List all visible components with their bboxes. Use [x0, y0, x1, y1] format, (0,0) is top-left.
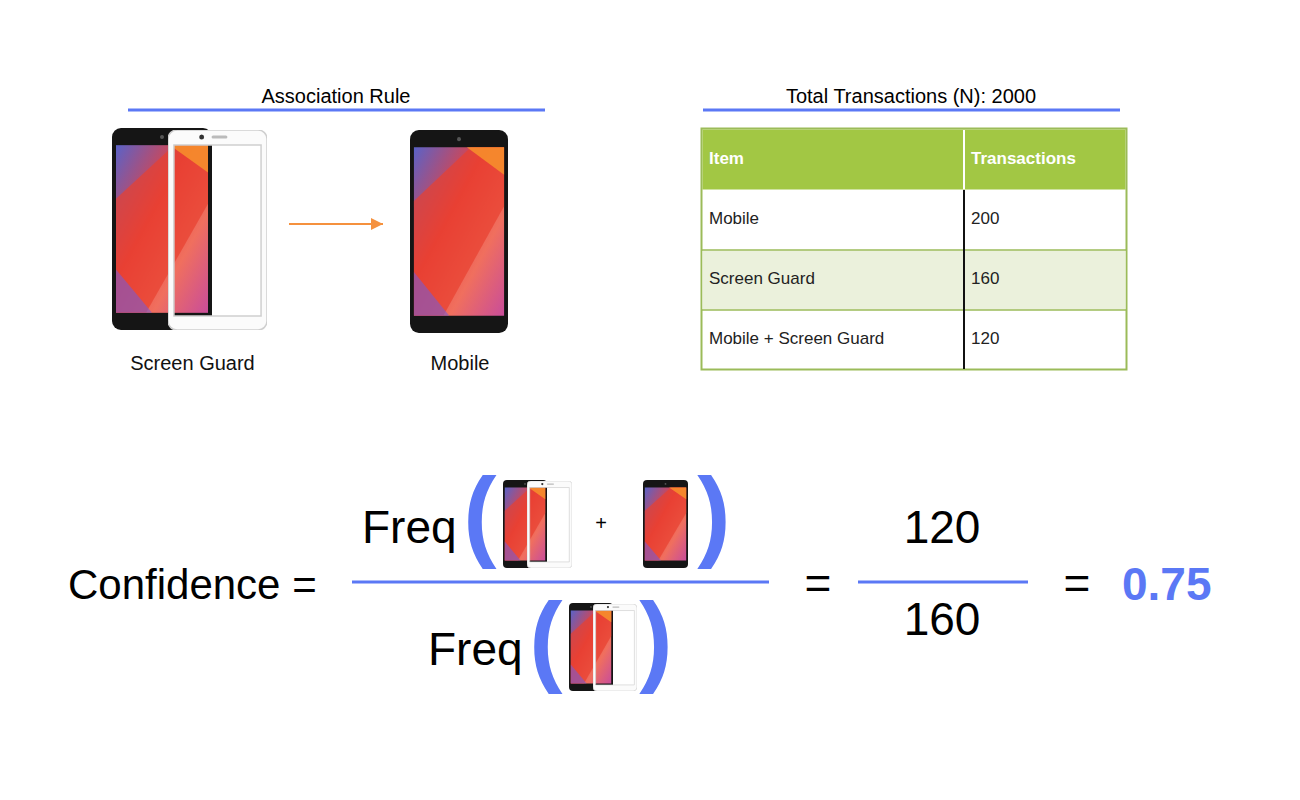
screen-guard-icon — [593, 604, 637, 691]
formula-number-box: 120 — [904, 504, 981, 550]
section-heading: Total Transactions (N): 2000 — [786, 85, 1036, 107]
section-heading: Association Rule — [262, 85, 411, 107]
formula-bracket: ( — [463, 457, 496, 569]
formula-operator: = — [1064, 557, 1091, 609]
formula-term: Freq — [362, 501, 457, 553]
formula-operator: + — [595, 512, 607, 534]
table-cell-box: Mobile — [709, 210, 759, 227]
item-illustration: Screen Guard — [101, 125, 284, 375]
formula-bracket: ) — [697, 457, 730, 569]
table-cell: Mobile + Screen Guard — [709, 329, 884, 348]
section-heading-box: Total Transactions (N): 2000 — [786, 86, 1036, 106]
item-caption: Screen Guard — [101, 351, 284, 375]
table-row-shade — [703, 251, 1126, 310]
formula-operator: = — [805, 557, 832, 609]
table-header-cell: Transactions — [971, 149, 1076, 168]
table-cell-box: Screen Guard — [709, 270, 815, 287]
section-heading-box: Association Rule — [262, 86, 411, 106]
formula-bracket: ( — [529, 582, 562, 694]
formula-bracket-box: ( — [463, 463, 496, 563]
phone-icon — [643, 480, 688, 568]
table-header-cell-box: Transactions — [971, 150, 1076, 167]
table-cell-box: Mobile + Screen Guard — [709, 330, 884, 347]
formula-result: 0.75 — [1122, 558, 1212, 610]
table-cell: Mobile — [709, 209, 759, 228]
item-illustration: Mobile — [388, 125, 532, 375]
table-header — [703, 130, 1126, 190]
formula-bracket: ) — [639, 582, 672, 694]
phone-icon — [569, 603, 613, 691]
table-cell: 120 — [971, 329, 999, 348]
formula-bracket-box: ( — [529, 588, 562, 688]
item-caption-box: Screen Guard — [101, 351, 284, 375]
table-header-cell-box: Item — [709, 150, 744, 167]
formula-term-box: Freq — [362, 504, 457, 550]
item-caption: Mobile — [388, 351, 532, 375]
table-cell: Screen Guard — [709, 269, 815, 288]
formula-bracket-box: ) — [639, 588, 672, 688]
heading-underline — [703, 109, 1120, 112]
table-frame — [702, 129, 1127, 370]
table-cell-box: 160 — [971, 270, 999, 287]
screen-guard-icon — [527, 481, 572, 568]
phone-picture — [112, 128, 212, 330]
formula-number: 120 — [904, 501, 981, 553]
association-arrow — [289, 223, 383, 225]
formula-bracket-box: ) — [697, 463, 730, 563]
formula-term-box: Confidence = — [68, 564, 317, 606]
formula-operator-box: = — [1064, 560, 1091, 606]
formula-term-box: Freq — [428, 626, 523, 672]
item-caption-box: Mobile — [388, 351, 532, 375]
formula-result-box: 0.75 — [1122, 561, 1212, 607]
heading-underline — [128, 109, 545, 112]
table-header-cell: Item — [709, 149, 744, 168]
table-cell: 200 — [971, 209, 999, 228]
phone-picture — [410, 130, 508, 333]
formula-operator-box: = — [805, 560, 832, 606]
formula-number-box: 160 — [904, 596, 981, 642]
formula-operator-box: + — [595, 513, 607, 533]
table-cell: 160 — [971, 269, 999, 288]
fraction-line — [858, 581, 1028, 584]
phone-icon — [503, 480, 547, 568]
table-cell-box: 120 — [971, 330, 999, 347]
screen-guard-picture — [168, 130, 267, 330]
table-rule — [963, 190, 965, 369]
table-rule — [702, 249, 1126, 251]
table-rule — [702, 309, 1126, 311]
formula-term: Confidence = — [68, 561, 317, 608]
table-cell-box: 200 — [971, 210, 999, 227]
formula-term: Freq — [428, 623, 523, 675]
table-rule — [963, 130, 965, 189]
formula-number: 160 — [904, 593, 981, 645]
